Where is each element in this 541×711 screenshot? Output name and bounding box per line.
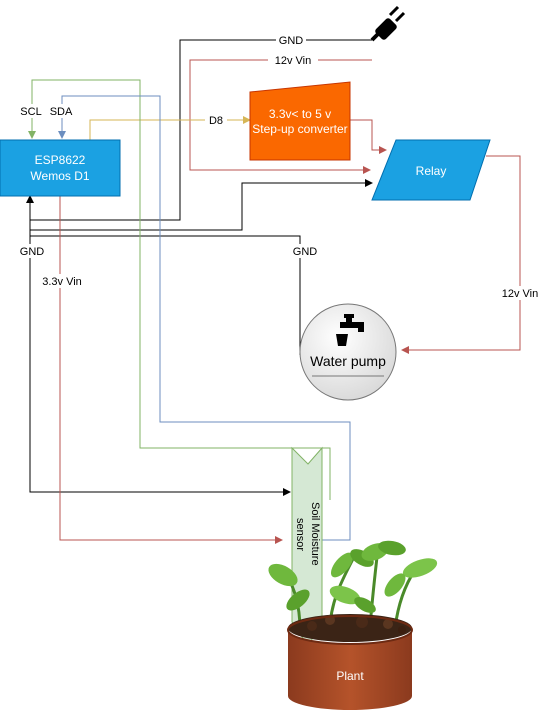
scl-wire [28,79,331,500]
sda-label: SDA [50,106,73,118]
vin-3v3-wire [59,196,283,544]
gnd-left-wire [29,215,291,496]
vin-3v3-label-bg [38,274,86,288]
mcu-label-line2: Wemos D1 [30,169,89,183]
gnd-pump-label-bg [290,244,320,258]
plant-illustration [268,540,438,642]
faucet-icon [336,314,364,346]
relay-box [371,139,491,201]
plant-label: Plant [336,669,364,683]
relay-to-pump-wire [401,155,521,354]
pump-label: Water pump [310,353,386,369]
relay-label: Relay [416,164,447,178]
vin-pump-label: 12v Vin [502,288,539,300]
scl-label-bg [17,104,45,118]
mcu-label-line1: ESP8622 [35,153,86,167]
gnd-left-label: GND [20,246,45,258]
sda-wire [58,95,351,541]
mcu-to-relay-wire [30,179,373,231]
pot-rim [287,615,413,645]
mcu-box [0,139,121,197]
sda-label-bg [47,104,75,118]
sensor-label-line2: sensor [294,518,306,551]
gnd-top-label: GND [279,35,304,47]
sensor-label-line1: Soil Moisture [309,502,321,566]
converter-label-line1: 3.3v< to 5 v [269,107,331,121]
vin-3v3-label: 3.3v Vin [42,276,82,288]
vin-pump-label-bg [496,286,541,300]
vin-top-label-bg [268,53,318,67]
scl-label: SCL [20,106,41,118]
converter-box [249,81,351,161]
converter-label-line2: Step-up converter [252,122,347,136]
gnd-left-label-bg [17,244,47,258]
vin-top-label: 12v Vin [275,55,312,67]
gnd-pump-wire [30,235,301,355]
power-plug-icon [370,5,406,42]
d8-label: D8 [209,115,223,127]
gnd-pump-label: GND [293,246,318,258]
converter-to-relay-wire [350,119,387,154]
d8-label-bg [205,113,227,127]
d8-wire [89,116,251,140]
gnd-top-label-bg [276,33,306,47]
plant-pot [288,630,412,710]
